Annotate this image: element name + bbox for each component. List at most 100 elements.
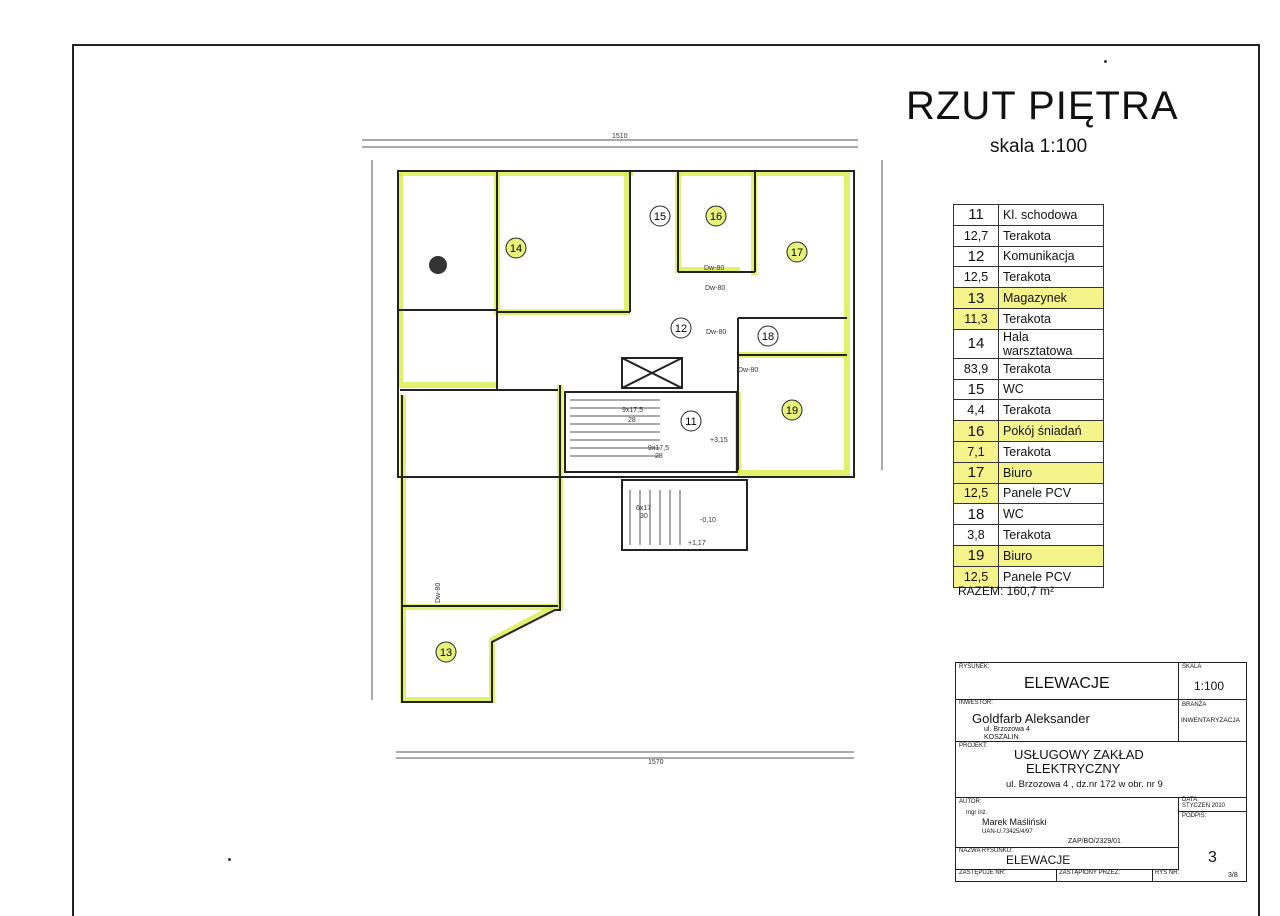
inwestor-value: Goldfarb Aleksander [972, 711, 1090, 726]
projekt-address: ul. Brzozowa 4 , dz.nr 172 w obr. nr 9 [1006, 779, 1163, 790]
autor-title: mgr inż. [966, 810, 988, 816]
room-floor: Terakota [998, 307, 1104, 330]
stairs [570, 399, 681, 545]
level-label: -0,10 [700, 517, 716, 524]
room-marker-label: 19 [786, 405, 798, 417]
stair-label: 30 [640, 513, 648, 520]
room-marker-circle [435, 641, 457, 663]
room-marker-label: 15 [654, 211, 666, 223]
room-marker-label: 18 [762, 331, 774, 343]
zap-number: ZAP/BO/2329/01 [1068, 838, 1121, 845]
room-area: 12,5 [953, 266, 999, 289]
room-marker-circle [670, 317, 692, 339]
level-label: +1,17 [688, 540, 706, 547]
room-floor: Panele PCV [998, 482, 1104, 505]
stair-label: 9x17,5 [648, 445, 669, 452]
rys-nr-label: RYS NR: [1155, 870, 1180, 876]
scale-label: skala 1:100 [990, 136, 1088, 157]
scan-speck [1104, 60, 1107, 63]
ink-mark [429, 256, 447, 274]
podpis-label: PODPIS: [1182, 813, 1207, 819]
room-marker-label: 16 [710, 211, 722, 223]
inwestor-city: KOSZALIN [984, 734, 1019, 741]
rysunek-number: 3 [1208, 849, 1217, 866]
scan-speck [228, 858, 231, 861]
data-value: STYCZEŃ 2010 [1182, 803, 1226, 809]
branza-value: INWENTARYZACJA [1181, 717, 1240, 724]
drawing-frame [72, 44, 1260, 916]
room-marker-circle [781, 399, 803, 421]
room-name: Hala warsztatowa [998, 328, 1104, 359]
branza-label: BRANŻA [1182, 702, 1207, 708]
autor-name: Marek Maśliński [982, 817, 1047, 827]
room-marker-circle [757, 325, 779, 347]
rysunek-value: ELEWACJE [1024, 675, 1110, 692]
highlighted-walls [397, 170, 850, 703]
stair-label: 9x17,5 [622, 407, 643, 414]
room-marker-circle [786, 241, 808, 263]
door-label: Dw-80 [705, 285, 725, 292]
stair-label: 6x17 [636, 505, 651, 512]
room-area: 4,4 [953, 399, 999, 422]
level-label: +3,15 [710, 437, 728, 444]
room-area: 3,8 [953, 524, 999, 546]
projekt-line1: USŁUGOWY ZAKŁAD [1014, 747, 1144, 762]
stair-label: 28 [628, 417, 636, 424]
room-marker-label: 12 [675, 323, 687, 335]
walls [397, 170, 855, 703]
data-label: DATA: [1182, 797, 1199, 803]
title-block: RYSUNEK: ELEWACJE SKALA 1:100 INWESTOR: … [955, 662, 1247, 882]
room-name: WC [998, 503, 1104, 526]
room-area: 12,5 [953, 565, 999, 588]
door-label: Dw-80 [435, 583, 442, 603]
skala-value: 1:100 [1194, 679, 1225, 693]
room-floor: Terakota [998, 224, 1104, 247]
dimension-lines [362, 139, 883, 759]
room-marker-circle [649, 205, 671, 227]
room-number: 12 [953, 245, 999, 268]
dimension-label: 1570 [648, 759, 664, 766]
room-marker-circle [505, 237, 527, 259]
room-name: Magazynek [998, 287, 1104, 309]
inwestor-address: ul. Brzozowa 4 [984, 726, 1030, 733]
room-name: WC [998, 378, 1104, 401]
room-marker-label: 13 [440, 647, 452, 659]
room-number: 19 [953, 544, 999, 567]
door-label: Dw-80 [706, 329, 726, 336]
autor-label: AUTOR: [959, 799, 982, 805]
inwestor-label: INWESTOR: [959, 700, 993, 706]
room-marker-circle [680, 410, 702, 432]
projekt-line2: ELEKTRYCZNY [1026, 761, 1121, 776]
projekt-label: PROJEKT: [959, 743, 988, 749]
room-number: 14 [953, 328, 999, 359]
room-name: Komunikacja [998, 245, 1104, 268]
room-area: 11,3 [953, 307, 999, 330]
total-area: RAZEM: 160,7 m² [958, 584, 1055, 598]
room-number: 13 [953, 287, 999, 309]
room-floor: Terakota [998, 440, 1104, 463]
dimension-label: 1510 [612, 133, 628, 140]
room-name: Biuro [998, 544, 1104, 567]
door-label: Dw-80 [738, 367, 758, 374]
room-marker-label: 14 [510, 243, 522, 255]
rysunek-label: RYSUNEK: [959, 664, 990, 670]
door-label: Dw-80 [704, 265, 724, 272]
page-title: RZUT PIĘTRA [906, 84, 1179, 128]
room-name: Pokój śniadań [998, 420, 1104, 442]
room-marker-circle [705, 205, 727, 227]
page-number: 3/8 [1228, 872, 1238, 879]
